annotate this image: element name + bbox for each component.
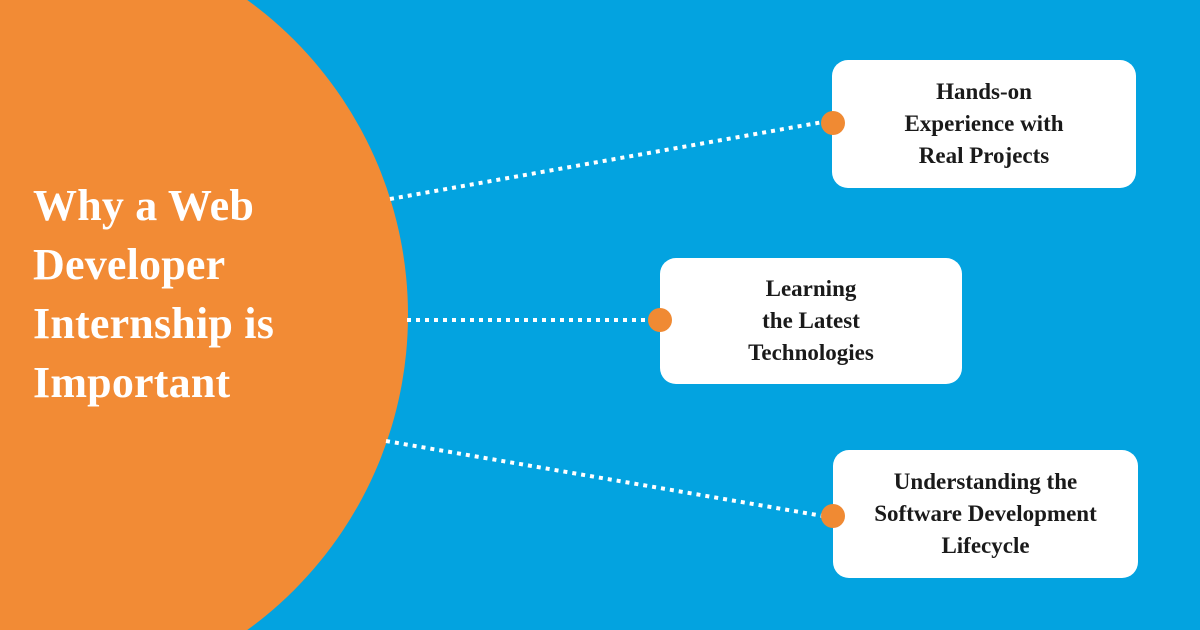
connector-line-3 [385, 439, 824, 518]
benefit-card-software-development-lifecycle[interactable]: Understanding the Software Development L… [833, 450, 1138, 578]
hero-circle-shape [0, 0, 408, 630]
bullet-dot-icon [821, 111, 845, 135]
page-title: Why a Web Developer Internship is Import… [33, 181, 275, 407]
benefit-card-latest-technologies[interactable]: Learning the Latest Technologies [660, 258, 962, 384]
connector-line-1 [389, 120, 824, 201]
benefit-card-label: Understanding the Software Development L… [874, 469, 1097, 558]
benefit-card-hands-on-experience[interactable]: Hands-on Experience with Real Projects [832, 60, 1136, 188]
bullet-dot-icon [648, 308, 672, 332]
bullet-dot-icon [821, 504, 845, 528]
benefit-card-label: Learning the Latest Technologies [748, 276, 874, 365]
benefit-card-label: Hands-on Experience with Real Projects [904, 79, 1064, 168]
